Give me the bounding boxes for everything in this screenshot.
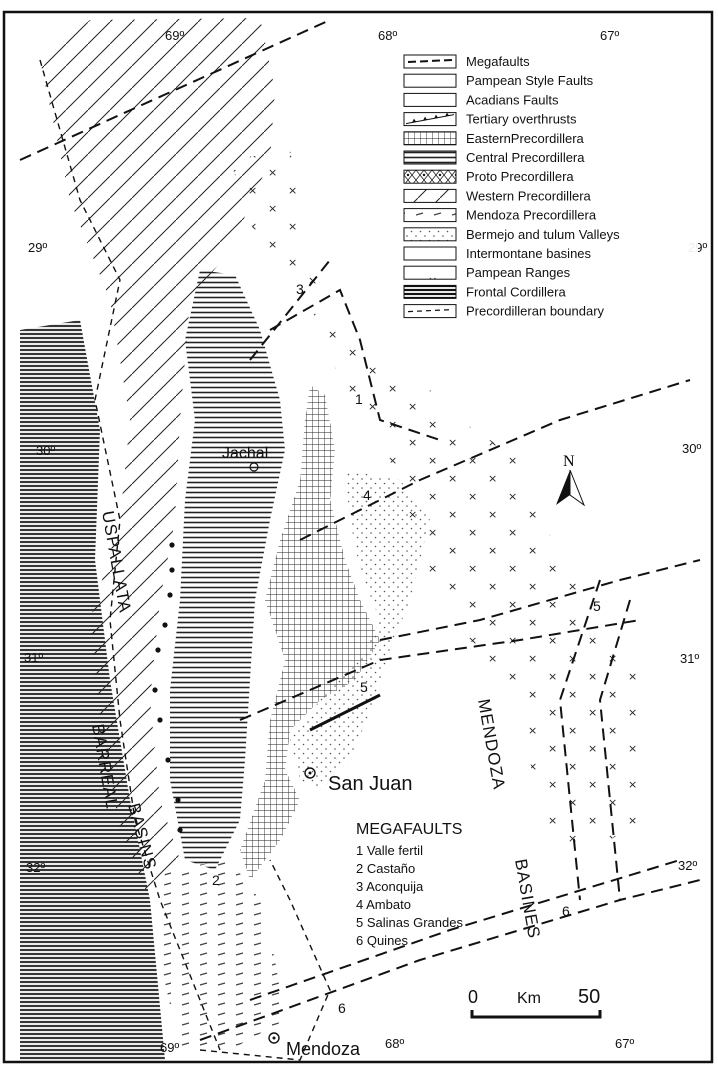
legend-swatch bbox=[403, 208, 457, 223]
legend-swatch bbox=[403, 150, 457, 165]
fault-number: 4 bbox=[363, 487, 371, 503]
fault-number: 6 bbox=[562, 903, 570, 919]
legend-swatch bbox=[403, 188, 457, 203]
megafault-item: 3 Aconquija bbox=[356, 879, 424, 894]
lon-68-top: 68º bbox=[378, 28, 397, 43]
fault-number: 3 bbox=[296, 281, 304, 297]
legend-swatch bbox=[403, 284, 457, 299]
fault-number: 5 bbox=[593, 598, 601, 614]
legend-label: Precordilleran boundary bbox=[466, 304, 605, 319]
megafault-item: 5 Salinas Grandes bbox=[356, 915, 463, 930]
fault-number: 6 bbox=[338, 1000, 346, 1016]
megafaults-title: MEGAFAULTS bbox=[356, 821, 462, 838]
legend-label: EasternPrecordillera bbox=[466, 131, 585, 146]
legend-swatch bbox=[403, 92, 457, 107]
legend-label: Central Precordillera bbox=[466, 150, 585, 165]
legend-swatch bbox=[403, 265, 457, 280]
legend-label: Megafaults bbox=[466, 54, 530, 69]
acadian-fault bbox=[309, 693, 381, 732]
central-precordillera-area bbox=[170, 270, 285, 870]
north-arrow-icon: N bbox=[556, 453, 586, 507]
mendoza-label: Mendoza bbox=[286, 1039, 361, 1059]
lon-67-bottom: 67º bbox=[615, 1036, 634, 1051]
lat-30-left: 30º bbox=[36, 443, 55, 458]
legend-swatch bbox=[403, 246, 457, 261]
legend-swatch bbox=[403, 54, 457, 69]
legend-label: Bermejo and tulum Valleys bbox=[466, 227, 620, 242]
legend-label: Pampean Style Faults bbox=[466, 73, 594, 88]
scale-unit: Km bbox=[517, 990, 541, 1007]
legend-label: Western Precordillera bbox=[466, 188, 592, 203]
lat-32-right: 32º bbox=[678, 858, 697, 873]
san-juan-marker bbox=[304, 767, 316, 779]
jachal-marker bbox=[249, 462, 259, 472]
legend-label: Pampean Ranges bbox=[466, 265, 571, 280]
lon-68-bottom: 68º bbox=[385, 1036, 404, 1051]
legend-swatch bbox=[403, 131, 457, 146]
legend-label: Proto Precordillera bbox=[466, 169, 574, 184]
lon-67-top: 67º bbox=[600, 28, 619, 43]
lon-69-top: 69º bbox=[165, 28, 184, 43]
precordilleran-boundary bbox=[39, 59, 221, 1051]
mendoza-precordillera-area bbox=[160, 860, 285, 1050]
mendoza-basin-label: MENDOZA bbox=[474, 697, 509, 791]
tertiary-overthrust-dots bbox=[152, 542, 183, 833]
fault-number: 2 bbox=[212, 872, 220, 888]
fault-number: 5 bbox=[360, 679, 368, 695]
megafault-item: 1 Valle fertil bbox=[356, 843, 423, 858]
map-frame bbox=[2, 10, 714, 1064]
scale-min: 0 bbox=[468, 987, 478, 1007]
bermejo-tulum-valleys bbox=[290, 470, 430, 790]
north-label: N bbox=[563, 453, 575, 470]
lon-69-bottom: 69º bbox=[160, 1040, 179, 1055]
lat-31-right: 31º bbox=[680, 651, 699, 666]
lat-29-left: 29º bbox=[28, 240, 47, 255]
lat-31-left: 31º bbox=[24, 650, 43, 665]
scale-max: 50 bbox=[578, 986, 600, 1008]
legend-label: Tertiary overthrusts bbox=[466, 112, 577, 127]
megafault-item: 2 Castaño bbox=[356, 861, 415, 876]
eastern-precordillera-area bbox=[240, 385, 380, 880]
legend-label: Intermontane basines bbox=[466, 246, 592, 261]
lat-30-right: 30º bbox=[682, 441, 701, 456]
legend-swatch bbox=[403, 227, 457, 242]
pampean-ranges-area bbox=[230, 150, 640, 860]
megafault-item: 4 Ambato bbox=[356, 897, 411, 912]
megafault-item: 6 Quines bbox=[356, 933, 409, 948]
basines-label: BASINES bbox=[511, 857, 544, 940]
legend-swatch bbox=[403, 73, 457, 88]
legend-label: Frontal Cordillera bbox=[466, 284, 566, 299]
jachal-label: Jachal bbox=[222, 445, 268, 462]
fault-number: 1 bbox=[355, 391, 363, 407]
legend-label: Mendoza Precordillera bbox=[466, 208, 597, 223]
san-juan-label: San Juan bbox=[328, 773, 413, 795]
megafault-lines bbox=[19, 19, 701, 1041]
scale-bar: 0 Km 50 bbox=[468, 986, 602, 1019]
precordilleran-boundary-south bbox=[199, 859, 331, 1061]
mendoza-marker bbox=[268, 1032, 280, 1044]
legend-label: Acadians Faults bbox=[466, 92, 559, 107]
legend-swatch bbox=[403, 169, 457, 184]
lat-32-left: 32º bbox=[26, 860, 45, 875]
frontal-cordillera-area bbox=[20, 320, 165, 1060]
